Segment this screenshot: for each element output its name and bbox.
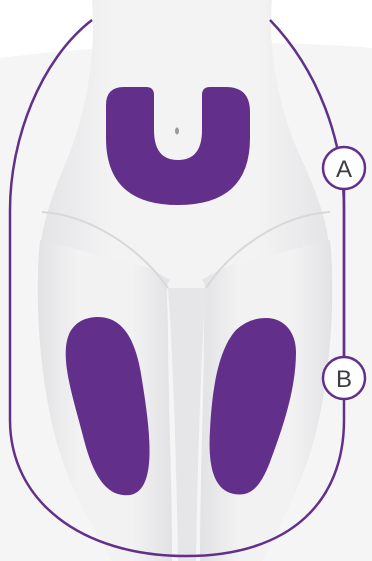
marker-a: A (323, 147, 365, 189)
marker-b-label: B (336, 366, 352, 393)
navel (175, 128, 179, 135)
marker-a-label: A (336, 156, 352, 183)
marker-b: B (323, 357, 365, 399)
